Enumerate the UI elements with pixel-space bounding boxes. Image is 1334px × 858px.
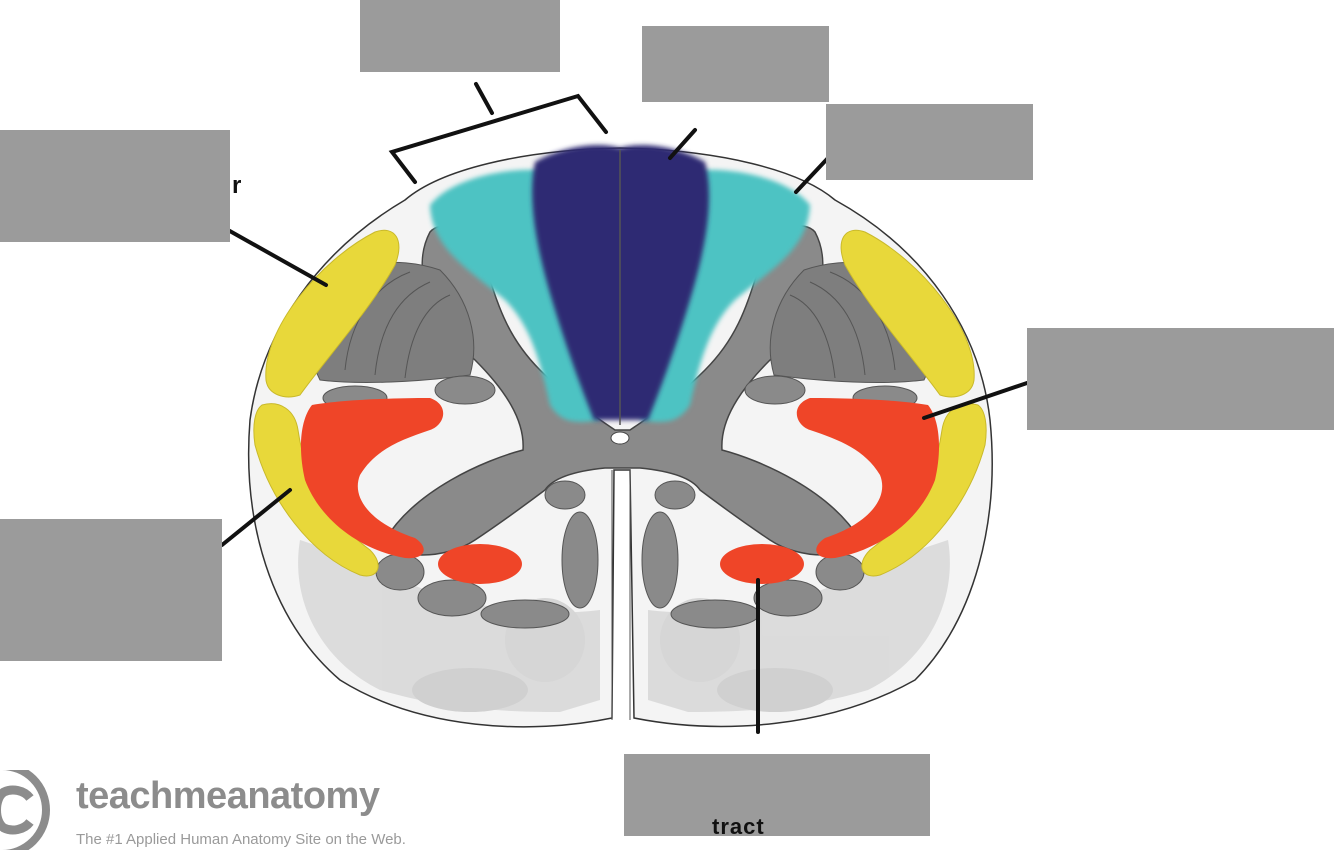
logo-tagline: The #1 Applied Human Anatomy Site on the… — [76, 832, 406, 847]
leader-posterior-spinocerebellar — [228, 230, 326, 285]
label-mask-lateral-corticospinal — [1027, 328, 1334, 430]
label-mask-dorsal-columns — [360, 0, 560, 72]
label-mask-fasciculus-cuneatus — [826, 104, 1033, 180]
label-fragment-bottom: tract — [712, 816, 765, 838]
bracket-stem — [476, 84, 492, 113]
anterior-corticospinal-tract-left — [438, 544, 522, 584]
central-canal — [611, 432, 629, 444]
label-fragment-left: r — [232, 174, 241, 198]
label-mask-anterior-corticospinal — [624, 754, 930, 836]
anterior-median-fissure — [612, 470, 630, 720]
anterior-corticospinal-tract-right — [720, 544, 804, 584]
label-mask-posterior-spinocerebellar — [0, 130, 230, 242]
copyright-circle-icon — [0, 770, 52, 850]
label-mask-anterior-spinocerebellar — [0, 519, 222, 661]
logo-name: teachmeanatomy — [76, 777, 379, 815]
label-mask-fasciculus-gracilis — [642, 26, 829, 102]
